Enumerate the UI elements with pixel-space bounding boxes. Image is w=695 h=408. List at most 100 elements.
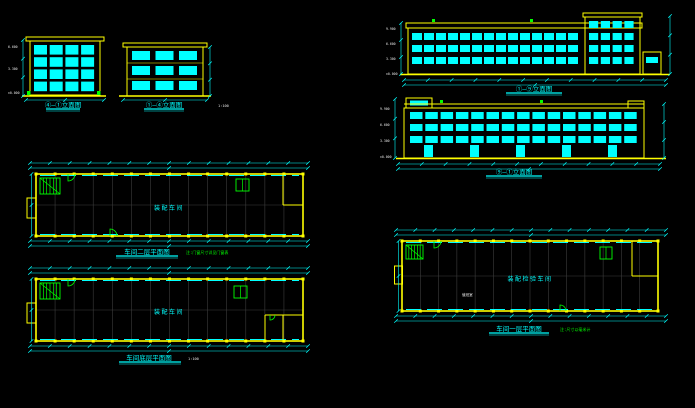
stair-direction — [39, 177, 61, 195]
dimension-tick — [667, 52, 673, 57]
dimension-tick — [567, 227, 572, 233]
dimension-lines — [393, 227, 669, 324]
window-pane — [612, 21, 622, 28]
dimension-tick — [206, 343, 211, 349]
dimension-tick — [625, 313, 630, 319]
dimension-tick — [166, 270, 172, 276]
dimension-tick — [266, 160, 271, 166]
window-pane — [34, 69, 47, 79]
window-pane — [65, 81, 79, 92]
dimension-tick — [147, 343, 152, 349]
dimension-tick — [207, 77, 213, 82]
dimension-tick — [305, 160, 311, 166]
window-pane — [155, 51, 174, 60]
dimension-tick — [305, 243, 311, 249]
dimension-tick — [20, 75, 26, 80]
dimension-tick — [87, 238, 92, 244]
dimension-tick — [667, 33, 673, 38]
window-pane — [612, 57, 622, 64]
window-pane — [496, 33, 506, 40]
dimension-tick — [29, 233, 34, 239]
level-text: 3.300 — [386, 57, 396, 61]
window-pane — [532, 33, 542, 40]
dimension-tick — [515, 161, 520, 167]
dimension-tick — [127, 238, 132, 244]
window-pane — [486, 136, 499, 143]
window-pane — [568, 33, 578, 40]
dimension-tick — [207, 61, 213, 66]
dimension-tick — [586, 227, 591, 233]
dimension-tick — [166, 238, 172, 244]
window-pane — [410, 112, 423, 119]
dimension-tick — [305, 348, 311, 354]
dimension-tick — [663, 227, 669, 233]
window-pane — [589, 33, 599, 40]
window-pane — [455, 124, 469, 131]
dimension-tick — [661, 101, 667, 107]
dimension-tick — [610, 161, 615, 167]
plan-note: 注:尺寸以毫米计 — [560, 326, 590, 332]
window-pane — [179, 51, 197, 60]
dimension-tick — [166, 265, 172, 271]
penthouse-window — [410, 100, 428, 106]
dimension-tick — [528, 227, 534, 233]
dimension-tick — [27, 243, 33, 249]
window-pane — [624, 57, 634, 64]
drawing-title: 车间底层平面图 — [126, 353, 172, 362]
door-swing — [559, 304, 567, 312]
window-grid — [132, 51, 197, 90]
dimension-tick — [305, 265, 311, 271]
window-pane — [578, 112, 591, 119]
stair-tower-parapet — [582, 12, 643, 18]
dimension-tick — [657, 166, 663, 172]
scale-label: 1:100 — [218, 104, 229, 108]
window-pane — [501, 136, 515, 143]
dimension-tick — [226, 160, 231, 166]
dimension-tick — [661, 155, 667, 161]
window-pane — [424, 45, 434, 52]
window-pane — [589, 57, 599, 64]
dimension-tick — [226, 265, 231, 271]
roof-marker — [432, 19, 435, 22]
dimension-tick — [663, 313, 669, 319]
room-label: 装配车间 — [154, 204, 184, 212]
dimension-tick — [20, 37, 26, 43]
dimension-tick — [20, 93, 26, 99]
door-swing — [433, 240, 442, 249]
dimension-tick — [186, 343, 191, 349]
dimension-tick — [544, 77, 549, 83]
level-text: ±0.000 — [380, 155, 392, 159]
dimension-tick — [62, 97, 68, 103]
plan-fixtures — [39, 173, 250, 237]
dimension-tick — [87, 265, 92, 271]
corner-marker — [27, 91, 31, 95]
plan-note: 注:门窗尺寸详见门窗表 — [186, 249, 228, 255]
window-pane — [624, 112, 637, 119]
window-pane — [65, 57, 79, 67]
annex-window — [646, 57, 658, 63]
window-grid — [34, 45, 95, 92]
window-pane — [568, 45, 578, 52]
window-pane — [460, 57, 470, 64]
dimension-tick — [497, 77, 502, 83]
dimension-tick — [490, 313, 495, 319]
level-text: 6.600 — [386, 42, 396, 46]
dimension-tick — [413, 313, 418, 319]
window-pane — [484, 45, 494, 52]
dimension-tick — [27, 343, 33, 349]
window-pane — [563, 136, 576, 143]
window-pane — [516, 145, 525, 157]
dimension-tick — [396, 238, 401, 244]
dimension-tick — [538, 161, 543, 167]
window-pane — [532, 112, 545, 119]
window-pane — [486, 112, 499, 119]
dimension-tick — [490, 227, 495, 233]
dimension-tick — [27, 160, 33, 166]
dimension-tick — [206, 238, 211, 244]
dimension-tick — [663, 232, 669, 238]
dimension-tick — [443, 161, 448, 167]
dimension-tick — [166, 348, 172, 354]
